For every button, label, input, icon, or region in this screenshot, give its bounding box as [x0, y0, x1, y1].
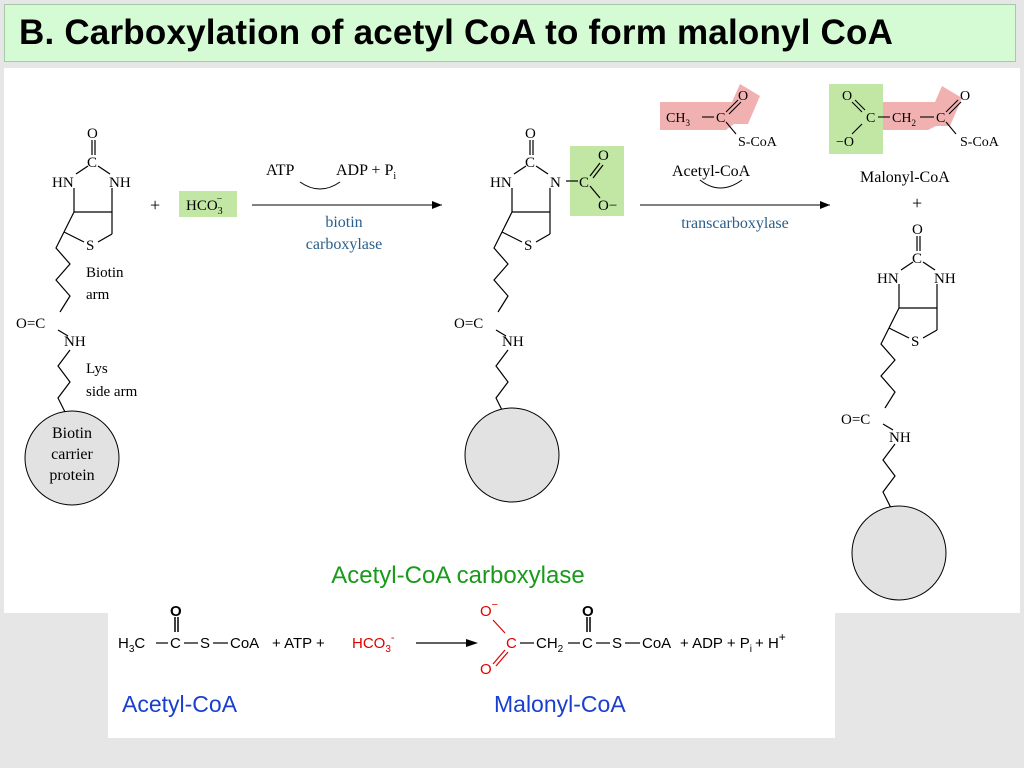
- eq-o-ketone2: O: [582, 603, 594, 620]
- eq-coa1: CoA: [230, 635, 259, 652]
- biotin-middle: [493, 140, 604, 415]
- step1-arrow: ATP ADP + Pi biotin carboxylase: [252, 162, 442, 253]
- eq-ch2: CH2: [536, 635, 564, 655]
- adp-label: ADP + Pi: [336, 162, 396, 182]
- eq-o-ketone1: O: [170, 603, 182, 620]
- mid-carbonyl-o: O: [525, 126, 536, 142]
- plus-sign-2: +: [912, 193, 922, 213]
- sulfur-label: S: [86, 238, 94, 254]
- biotin-right-labels: O C HN NH S O=C NH: [841, 222, 956, 446]
- mid-carboxyl-c: C: [579, 175, 589, 191]
- plus-sign-1: +: [150, 195, 160, 215]
- mid-sulfur: S: [524, 238, 532, 254]
- eq-c-carb: C: [506, 635, 517, 652]
- eq-s1: S: [200, 635, 210, 652]
- acetyl-coa-label: Acetyl-CoA: [672, 163, 751, 180]
- eq-coa2: CoA: [642, 635, 671, 652]
- eq-products: + ADP + Pi+ H+: [680, 630, 786, 655]
- summary-equation: H3C C O S CoA + ATP + HCO3- O− C O CH2 C…: [118, 599, 786, 678]
- acetyl-c: C: [716, 111, 725, 126]
- mid-protein-circle: [464, 407, 560, 503]
- mid-amide-oc: O=C: [454, 316, 483, 332]
- mid-hn: HN: [490, 175, 512, 191]
- biotin-carboxylase-label-2: carboxylase: [306, 236, 382, 253]
- biotin-arm-label-2: arm: [86, 287, 110, 303]
- lys-label-2: side arm: [86, 384, 138, 400]
- malonyl-o-minus: −O: [836, 135, 854, 150]
- carrier-protein-circle: [24, 410, 120, 506]
- malonyl-o-top: O: [842, 89, 852, 104]
- eq-hco3: HCO3-: [352, 632, 395, 655]
- eq-c1: C: [170, 635, 181, 652]
- hn-label: HN: [52, 175, 74, 191]
- biotin-arm-label-1: Biotin: [86, 265, 124, 281]
- carboxyl-box: [570, 146, 624, 216]
- acetyl-o: O: [738, 89, 748, 104]
- right-protein-circle: [851, 505, 947, 601]
- step2-curve: [699, 179, 743, 189]
- protein-label-1: Biotin: [52, 425, 92, 442]
- right-ring-c: C: [912, 251, 922, 267]
- carbonyl-o: O: [87, 126, 98, 142]
- ring-c: C: [87, 155, 97, 171]
- atp-label: ATP: [266, 162, 295, 179]
- malonyl-c-left: C: [866, 111, 875, 126]
- biotin-left-labels: O C HN NH S O=C NH Biotin arm Lys side a…: [16, 126, 138, 400]
- title-bar: B. Carboxylation of acetyl CoA to form m…: [4, 4, 1016, 62]
- lys-label-1: Lys: [86, 361, 108, 377]
- right-carbonyl-o: O: [912, 222, 923, 238]
- biotin-middle-labels: O C HN N C O O− S O=C NH: [454, 126, 617, 350]
- biotin-carboxylase-label-1: biotin: [325, 214, 362, 231]
- acetyl-scoa: S-CoA: [738, 135, 778, 150]
- right-amide-nh: NH: [889, 430, 911, 446]
- acetyl-coa-carboxylase-label: Acetyl-CoA carboxylase: [331, 562, 584, 589]
- malonyl-ch2: CH2: [892, 111, 916, 128]
- eq-c2: C: [582, 635, 593, 652]
- mid-n: N: [550, 175, 561, 191]
- malonyl-green-box: [829, 84, 883, 154]
- mid-ring-c: C: [525, 155, 535, 171]
- nh-label: NH: [109, 175, 131, 191]
- malonyl-coa-label: Malonyl-CoA: [860, 169, 950, 186]
- malonyl-scoa: S-CoA: [960, 135, 1000, 150]
- biotin-right: [880, 236, 938, 509]
- malonyl-c-right: C: [936, 111, 945, 126]
- eq-s2: S: [612, 635, 622, 652]
- bicarbonate-box: [179, 191, 237, 217]
- step2-arrowhead: [820, 201, 830, 209]
- acetyl-pink-box: [660, 84, 760, 130]
- amide-nh: NH: [64, 334, 86, 350]
- carrier-protein-label: Biotin carrier protein: [49, 425, 94, 484]
- biotin-left: [55, 140, 113, 415]
- mid-carboxyl-o: O: [598, 148, 609, 164]
- eq-label-acetyl: Acetyl-CoA: [122, 691, 238, 717]
- equation-panel: [108, 608, 835, 738]
- protein-label-3: protein: [49, 467, 94, 484]
- right-nh: NH: [934, 271, 956, 287]
- amide-oc: O=C: [16, 316, 45, 332]
- malonyl-o-right: O: [960, 89, 970, 104]
- malonyl-pink-box: [883, 86, 962, 130]
- malonyl-bonds: [851, 99, 962, 135]
- eq-h3c: H3C: [118, 635, 145, 655]
- mid-amide-nh: NH: [502, 334, 524, 350]
- bicarbonate-label: HCO3−: [186, 194, 223, 217]
- acetyl-bonds: [702, 99, 742, 135]
- mid-carboxyl-ominus: O−: [598, 198, 617, 214]
- right-sulfur: S: [911, 334, 919, 350]
- acetyl-ch3: CH3: [666, 111, 690, 128]
- right-hn: HN: [877, 271, 899, 287]
- transcarboxylase-label: transcarboxylase: [681, 215, 789, 232]
- eq-label-malonyl: Malonyl-CoA: [494, 691, 626, 717]
- slide-title: B. Carboxylation of acetyl CoA to form m…: [19, 13, 894, 52]
- eq-o-bottom: O: [480, 661, 492, 678]
- protein-label-2: carrier: [51, 446, 93, 463]
- eq-o-top: O−: [480, 599, 498, 620]
- eq-plus-atp: + ATP +: [272, 635, 325, 652]
- right-amide-oc: O=C: [841, 412, 870, 428]
- diagram-panel: [4, 68, 1020, 613]
